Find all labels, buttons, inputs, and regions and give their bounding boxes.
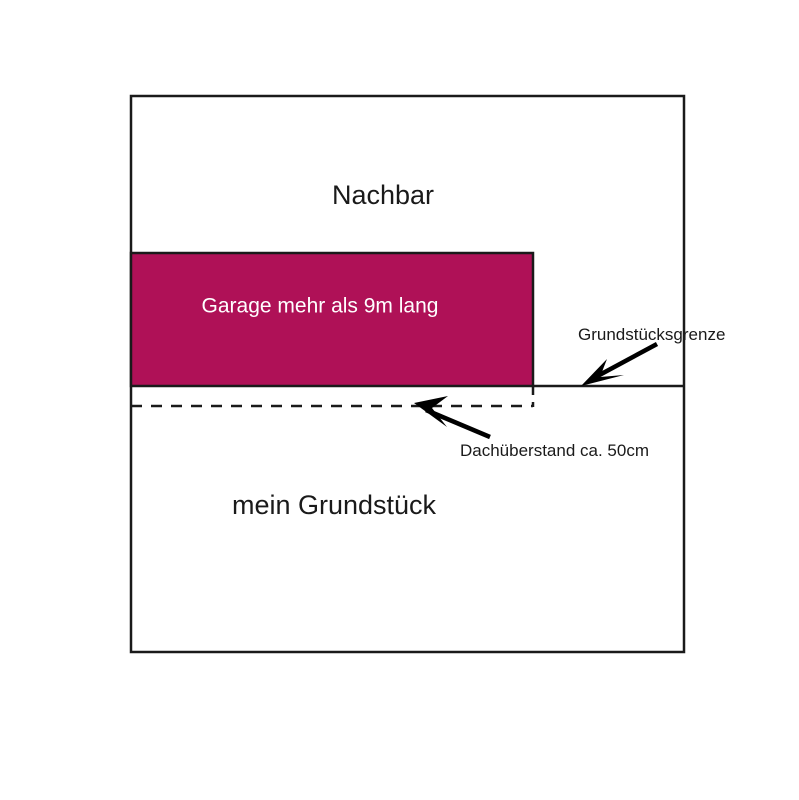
annotation-dachueberstand: Dachüberstand ca. 50cm (414, 396, 649, 460)
grundstuecksgrenze-arrow-head (581, 359, 624, 386)
grundstuecksgrenze-arrow-shaft (590, 342, 659, 381)
grundstuecksgrenze-label: Grundstücksgrenze (578, 325, 725, 344)
dachueberstand-arrow-head (414, 396, 448, 427)
dachueberstand-label: Dachüberstand ca. 50cm (460, 441, 649, 460)
garage-rect (129, 251, 535, 388)
garage-label: Garage mehr als 9m lang (202, 295, 439, 318)
neighbor-area-label: Nachbar (332, 180, 434, 210)
annotation-grundstuecksgrenze: Grundstücksgrenze (578, 325, 725, 386)
own-plot-label: mein Grundstück (232, 490, 437, 520)
